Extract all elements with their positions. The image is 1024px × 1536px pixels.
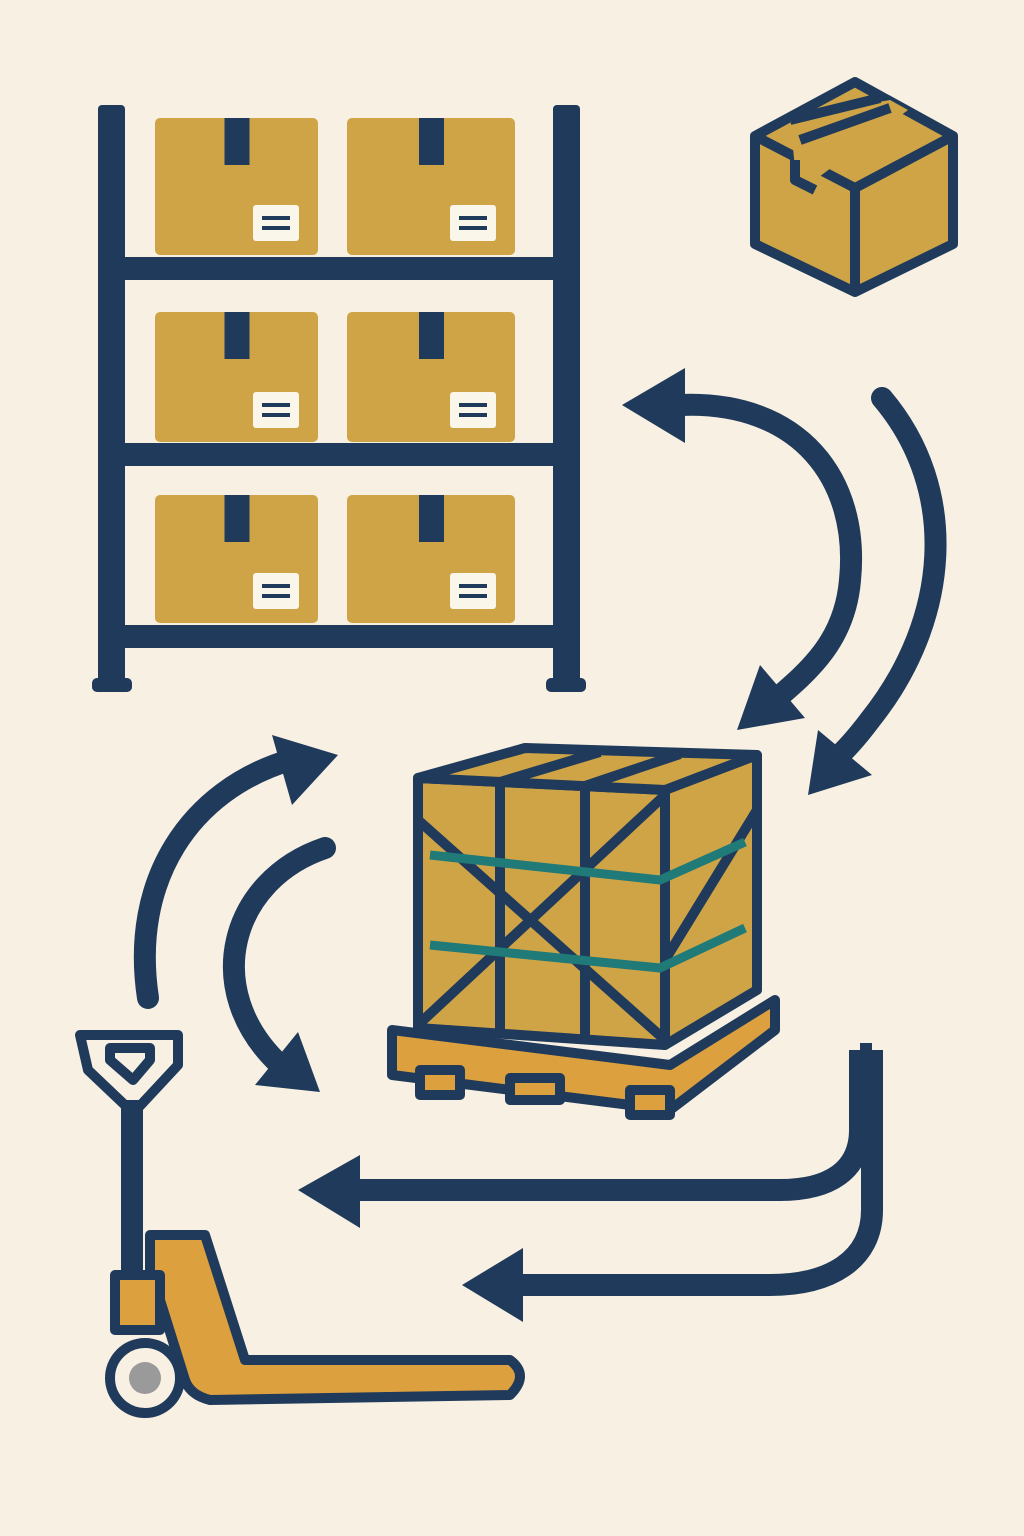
box-tape (419, 118, 444, 165)
shelf-box (347, 495, 515, 623)
arrowhead-icon (622, 368, 685, 443)
box-tape (224, 118, 250, 165)
pallet-base (387, 995, 780, 1115)
storage-shelf-icon (92, 105, 586, 692)
shelf-box (155, 495, 318, 623)
shelf-box (155, 312, 318, 442)
box-tape (419, 495, 444, 542)
box-label-icon (253, 573, 299, 609)
box-label-icon (450, 573, 496, 609)
arrowheads (255, 368, 872, 1092)
arrowhead-icon (808, 730, 872, 795)
shelf-box (347, 118, 515, 255)
box-tape (224, 495, 250, 542)
arrowhead-icon (462, 1248, 523, 1322)
arrowhead-icon (255, 1032, 320, 1092)
arrowhead-icon (272, 735, 338, 805)
arrow-curve (222, 837, 336, 1076)
pallet-jack-icon (75, 1030, 525, 1418)
cardboard-box-icon (750, 77, 958, 297)
box-tape (224, 312, 250, 359)
arrowhead-icon (737, 665, 805, 730)
box-label-icon (253, 392, 299, 428)
box-label-icon (450, 392, 496, 428)
strap-bands (429, 837, 747, 973)
arrowhead-icon (298, 1155, 360, 1228)
arrow-curve (669, 393, 863, 711)
wrapped-pallet-icon (387, 743, 780, 1120)
cycle-arrows-icon (133, 387, 947, 1076)
shelf-box (155, 118, 318, 255)
box-tape (419, 312, 444, 359)
return-arrows-icon (340, 1043, 883, 1296)
crate-side (660, 750, 762, 1050)
arrow-curve (824, 387, 947, 771)
box-label-icon (253, 205, 299, 241)
jack-fork (145, 1230, 525, 1405)
shelf-boxes (155, 118, 515, 623)
arrow-curve (133, 749, 301, 1009)
box-label-icon (450, 205, 496, 241)
shelf-box (347, 312, 515, 442)
